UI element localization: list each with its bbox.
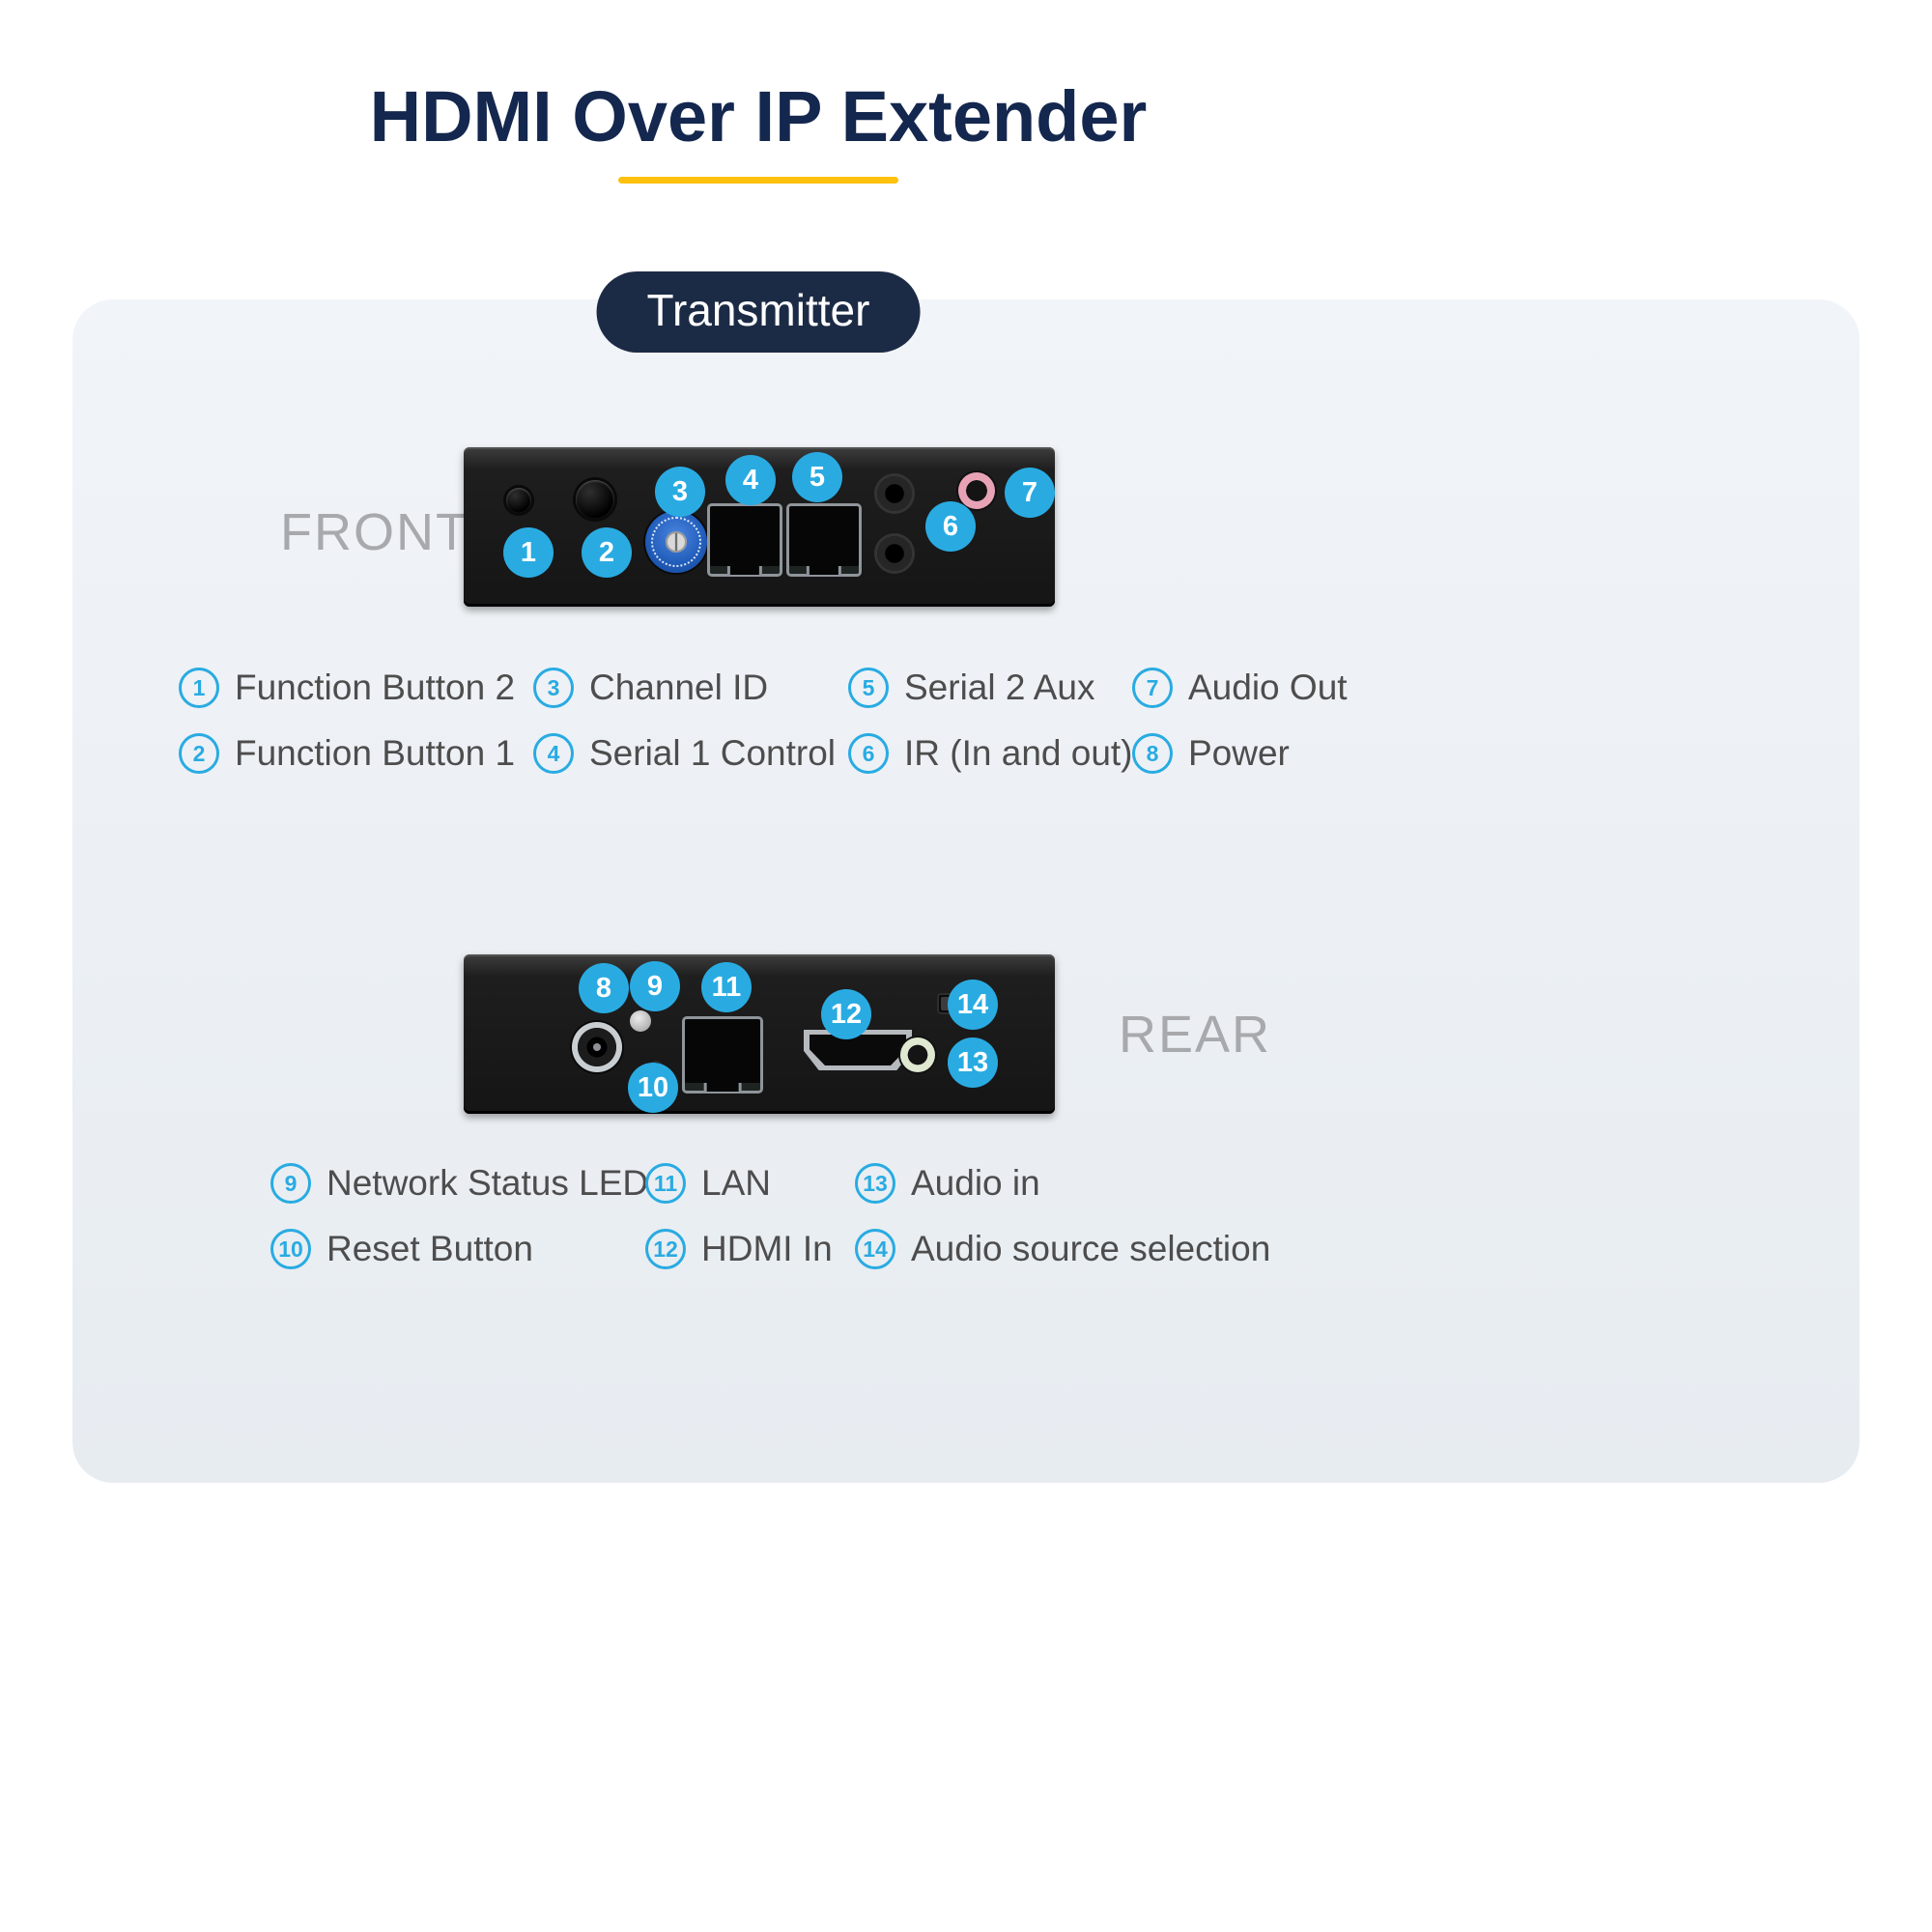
legend-number-badge: 5 bbox=[848, 668, 889, 708]
legend-label: HDMI In bbox=[701, 1229, 833, 1268]
audio-out-jack bbox=[958, 472, 995, 509]
front-legend-column-4: 7 Audio Out 8 Power bbox=[1132, 667, 1348, 775]
legend-number-badge: 4 bbox=[533, 733, 574, 774]
legend-item: 12 HDMI In bbox=[645, 1228, 833, 1270]
function-button-2 bbox=[506, 488, 531, 513]
callout-8: 8 bbox=[579, 963, 629, 1013]
legend-item: 7 Audio Out bbox=[1132, 667, 1348, 709]
title-underline bbox=[618, 177, 898, 184]
legend-item: 10 Reset Button bbox=[270, 1228, 648, 1270]
legend-number-badge: 2 bbox=[179, 733, 219, 774]
legend-number-badge: 1 bbox=[179, 668, 219, 708]
legend-item: 11 LAN bbox=[645, 1162, 833, 1205]
lan-port bbox=[682, 1016, 763, 1094]
ir-jack-bottom bbox=[877, 536, 912, 571]
legend-number-badge: 8 bbox=[1132, 733, 1173, 774]
power-jack bbox=[572, 1022, 622, 1072]
callout-7: 7 bbox=[1005, 468, 1055, 518]
front-panel-label: FRONT bbox=[280, 503, 469, 561]
legend-item: 9 Network Status LED bbox=[270, 1162, 648, 1205]
legend-number-badge: 7 bbox=[1132, 668, 1173, 708]
rear-legend-column-3: 13 Audio in 14 Audio source selection bbox=[855, 1162, 1270, 1270]
legend-item: 8 Power bbox=[1132, 732, 1348, 775]
legend-item: 6 IR (In and out) bbox=[848, 732, 1133, 775]
rear-legend-column-1: 9 Network Status LED 10 Reset Button bbox=[270, 1162, 648, 1270]
device-tag-label: Transmitter bbox=[646, 285, 870, 335]
callout-12: 12 bbox=[821, 989, 871, 1039]
legend-label: LAN bbox=[701, 1163, 771, 1203]
legend-number-badge: 12 bbox=[645, 1229, 686, 1269]
legend-label: Channel ID bbox=[589, 668, 769, 707]
rear-legend-column-2: 11 LAN 12 HDMI In bbox=[645, 1162, 833, 1270]
legend-item: 4 Serial 1 Control bbox=[533, 732, 836, 775]
device-tag: Transmitter bbox=[596, 271, 921, 353]
legend-number-badge: 14 bbox=[855, 1229, 895, 1269]
legend-number-badge: 3 bbox=[533, 668, 574, 708]
legend-label: IR (In and out) bbox=[904, 733, 1133, 773]
legend-label: Audio Out bbox=[1188, 668, 1348, 707]
legend-item: 5 Serial 2 Aux bbox=[848, 667, 1133, 709]
callout-4: 4 bbox=[725, 455, 776, 505]
legend-label: Network Status LED bbox=[327, 1163, 649, 1203]
legend-number-badge: 13 bbox=[855, 1163, 895, 1204]
legend-number-badge: 11 bbox=[645, 1163, 686, 1204]
legend-label: Function Button 1 bbox=[235, 733, 516, 773]
page-title: HDMI Over IP Extender bbox=[369, 76, 1148, 156]
callout-11: 11 bbox=[701, 962, 752, 1012]
network-status-led bbox=[630, 1010, 651, 1032]
hdmi-port-opening bbox=[810, 1035, 906, 1065]
callout-10: 10 bbox=[628, 1063, 678, 1113]
legend-label: Serial 2 Aux bbox=[904, 668, 1095, 707]
hdmi-in-port bbox=[804, 1030, 912, 1070]
front-legend-column-3: 5 Serial 2 Aux 6 IR (In and out) bbox=[848, 667, 1133, 775]
callout-5: 5 bbox=[792, 452, 842, 502]
serial-1-control-port bbox=[707, 503, 782, 577]
callout-6: 6 bbox=[925, 501, 976, 552]
callout-9: 9 bbox=[630, 961, 680, 1011]
rear-device-image bbox=[464, 954, 1055, 1114]
legend-item: 1 Function Button 2 bbox=[179, 667, 515, 709]
front-legend-column-1: 1 Function Button 2 2 Function Button 1 bbox=[179, 667, 515, 775]
legend-item: 13 Audio in bbox=[855, 1162, 1270, 1205]
front-legend-column-2: 3 Channel ID 4 Serial 1 Control bbox=[533, 667, 836, 775]
legend-label: Audio in bbox=[911, 1163, 1040, 1203]
channel-id-rotary-dial bbox=[645, 511, 707, 573]
callout-14: 14 bbox=[948, 980, 998, 1030]
legend-label: Reset Button bbox=[327, 1229, 533, 1268]
rear-panel-label: REAR bbox=[1119, 1006, 1272, 1064]
legend-label: Serial 1 Control bbox=[589, 733, 837, 773]
legend-item: 14 Audio source selection bbox=[855, 1228, 1270, 1270]
serial-2-aux-port bbox=[786, 503, 862, 577]
callout-3: 3 bbox=[655, 467, 705, 517]
function-button-1 bbox=[576, 480, 614, 519]
legend-number-badge: 9 bbox=[270, 1163, 311, 1204]
legend-number-badge: 6 bbox=[848, 733, 889, 774]
callout-13: 13 bbox=[948, 1037, 998, 1088]
legend-label: Audio source selection bbox=[911, 1229, 1271, 1268]
legend-label: Function Button 2 bbox=[235, 668, 516, 707]
callout-1: 1 bbox=[503, 527, 554, 578]
callout-2: 2 bbox=[582, 527, 632, 578]
legend-item: 2 Function Button 1 bbox=[179, 732, 515, 775]
legend-item: 3 Channel ID bbox=[533, 667, 836, 709]
audio-in-jack bbox=[900, 1037, 935, 1072]
legend-label: Power bbox=[1188, 733, 1290, 773]
ir-jack-top bbox=[877, 476, 912, 511]
legend-number-badge: 10 bbox=[270, 1229, 311, 1269]
